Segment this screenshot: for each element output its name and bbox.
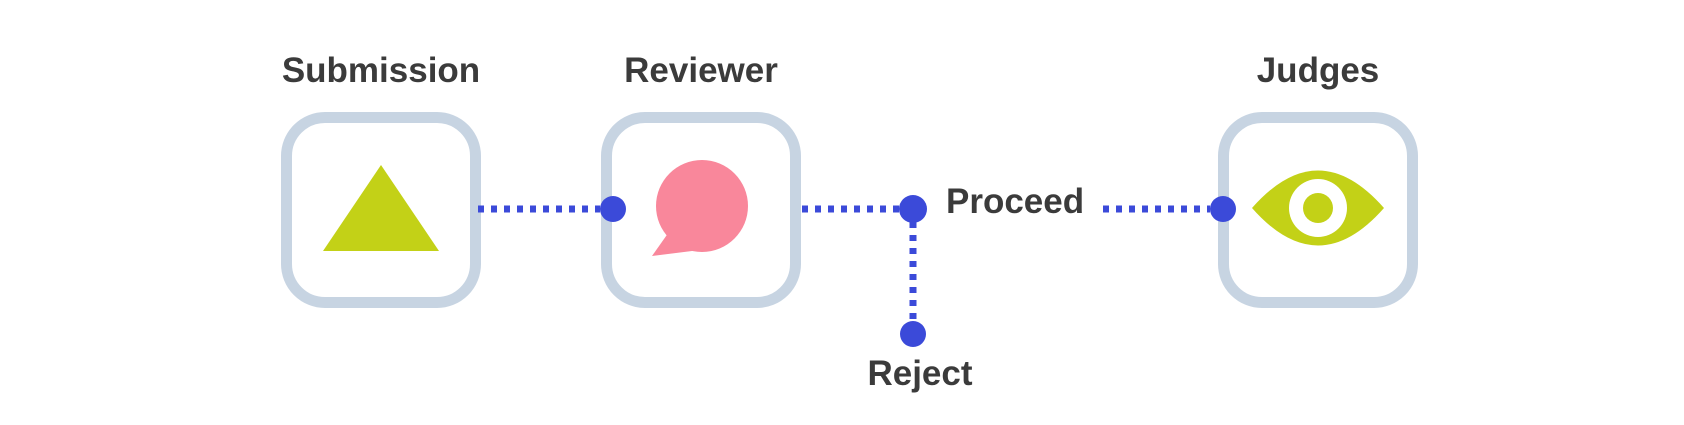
node-submission: Submission [281, 52, 481, 308]
triangle-icon [323, 164, 439, 256]
node-submission-label: Submission [281, 51, 481, 90]
proceed-label: Proceed [946, 182, 1085, 221]
speech-bubble-icon [652, 159, 750, 261]
eye-icon [1252, 169, 1384, 252]
node-judges-box[interactable] [1218, 112, 1418, 308]
node-reviewer-box[interactable] [601, 112, 801, 308]
node-reviewer-label: Reviewer [624, 51, 778, 90]
reject-label: Reject [867, 354, 973, 393]
node-judges-label: Judges [1256, 51, 1380, 90]
connector-dot-junction [899, 195, 927, 223]
connector-dot-reject-end [900, 321, 926, 347]
node-judges: Judges [1218, 52, 1418, 308]
node-reviewer: Reviewer [601, 52, 801, 308]
node-submission-box[interactable] [281, 112, 481, 308]
